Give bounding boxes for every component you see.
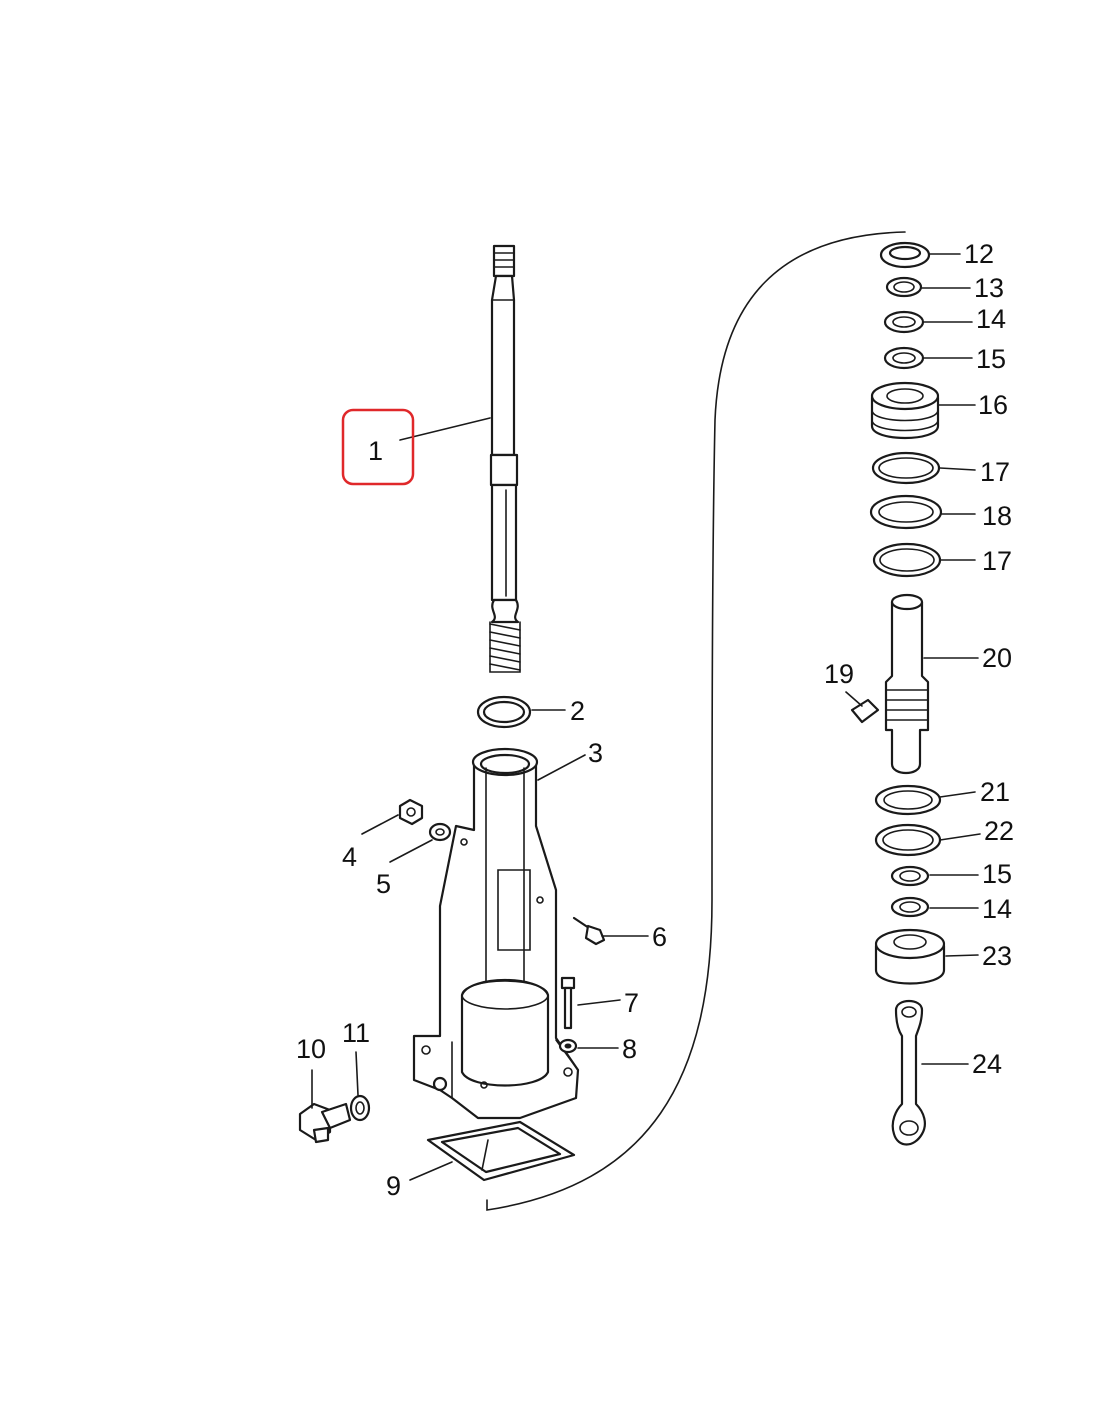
bearing-15-bottom (890, 865, 930, 887)
bolt-vertical (560, 976, 576, 1030)
callout-3: 3 (588, 738, 603, 768)
housing (412, 747, 580, 1120)
callout-17-bottom: 17 (982, 546, 1012, 576)
nut (398, 798, 424, 826)
shaft (489, 244, 521, 673)
group-boundary-curve (486, 231, 906, 1211)
callout-19: 19 (824, 659, 854, 689)
washer (428, 822, 452, 842)
bushing-16 (870, 381, 940, 440)
callout-9: 9 (386, 1171, 401, 1201)
retaining-ring-12 (879, 241, 931, 269)
bolt-side (572, 916, 606, 946)
shaft-20 (884, 593, 930, 775)
highlight-box-callout-1 (341, 408, 415, 486)
seal-21 (874, 784, 942, 816)
washer-14-top (883, 310, 925, 334)
pin-19 (850, 698, 880, 724)
ring-17-bottom (872, 542, 942, 578)
callout-21: 21 (980, 777, 1010, 807)
callout-15-bottom: 15 (982, 859, 1012, 889)
callout-16: 16 (978, 390, 1008, 420)
washer-14-bottom (890, 896, 930, 918)
callout-22: 22 (984, 816, 1014, 846)
callout-20: 20 (982, 643, 1012, 673)
bearing-15-top (883, 346, 925, 370)
callout-12: 12 (964, 239, 994, 269)
callout-1: 1 (368, 436, 383, 466)
callout-labels: 1 2 3 4 5 6 7 8 9 10 11 12 13 14 15 16 1… (296, 239, 1014, 1201)
leader-lines (311, 253, 981, 1181)
gasket (426, 1120, 576, 1182)
callout-18: 18 (982, 501, 1012, 531)
callout-17-top: 17 (980, 457, 1010, 487)
callout-14-bottom: 14 (982, 894, 1012, 924)
ring-17-top (871, 451, 941, 485)
bushing-23 (874, 928, 946, 985)
callout-7: 7 (624, 988, 639, 1018)
callout-23: 23 (982, 941, 1012, 971)
seal-22 (874, 823, 942, 857)
callout-14-top: 14 (976, 304, 1006, 334)
small-washer (558, 1038, 578, 1054)
callout-11: 11 (342, 1018, 370, 1048)
seal-ring-11 (349, 1094, 371, 1122)
o-ring (476, 695, 532, 729)
elbow-fitting (298, 1102, 352, 1144)
callout-6: 6 (652, 922, 667, 952)
callout-8: 8 (622, 1034, 637, 1064)
callout-13: 13 (974, 273, 1004, 303)
circlip-13 (885, 276, 923, 298)
callout-2: 2 (570, 696, 585, 726)
callout-4: 4 (342, 842, 357, 872)
bearing-ring-18 (869, 494, 943, 530)
connecting-rod-24 (891, 999, 926, 1146)
callout-10: 10 (296, 1034, 326, 1064)
callout-5: 5 (376, 869, 391, 899)
callout-15-top: 15 (976, 344, 1006, 374)
callout-24: 24 (972, 1049, 1002, 1079)
